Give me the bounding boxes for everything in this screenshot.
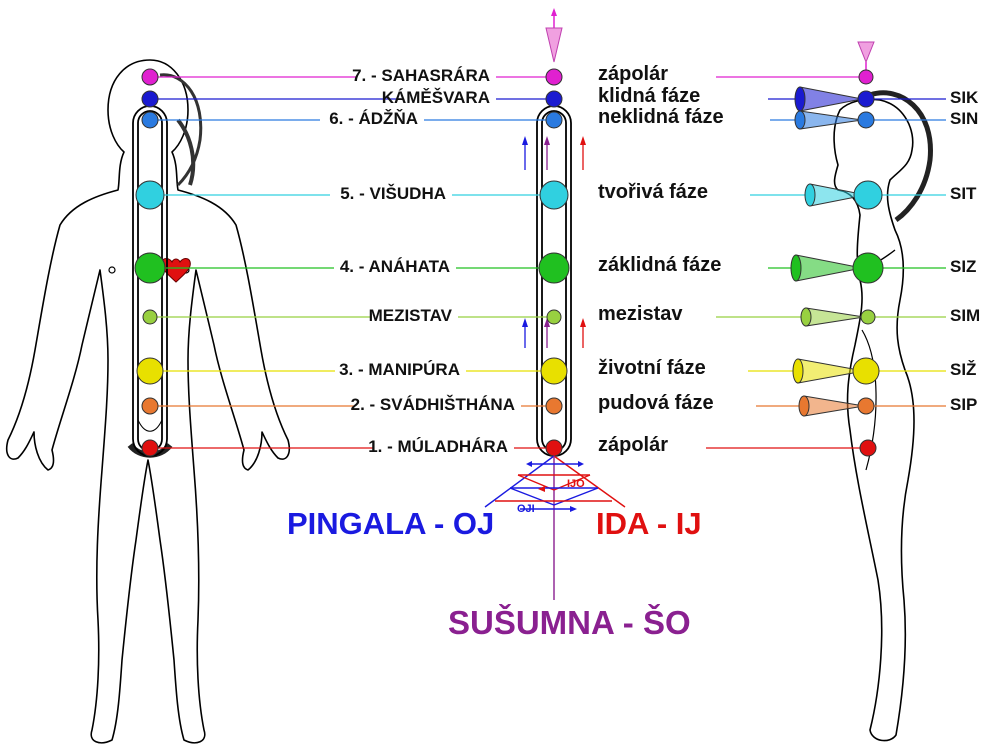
dot-side-sahasrara (859, 70, 873, 84)
cone-base-adzna (795, 111, 805, 129)
dot-center-manipura (541, 358, 567, 384)
chakra-name-muladhara: 1. - MÚLADHÁRA (368, 437, 508, 457)
susumna-label: SUŠUMNA - ŠO (448, 604, 691, 642)
cone-base-visudha (805, 184, 815, 206)
dot-side-manipura (853, 358, 879, 384)
phase-label-svadhisthana: pudová fáze (598, 392, 714, 415)
ida-label: IDA - IJ (596, 506, 702, 542)
oji-label: OJI (517, 503, 535, 515)
code-label-adzna: SIN (950, 109, 978, 129)
cone-anahata (796, 255, 862, 281)
chakra-layer (135, 69, 946, 456)
dot-left-manipura (137, 358, 163, 384)
side-figure (834, 93, 930, 741)
chakra-name-anahata: 4. - ANÁHATA (340, 257, 450, 277)
dot-left-adzna (142, 112, 158, 128)
dot-side-mezistav (861, 310, 875, 324)
phase-label-mezistav: mezistav (598, 303, 683, 326)
dot-left-kamesvara (142, 91, 158, 107)
pingala-label: PINGALA - OJ (287, 506, 494, 542)
dot-center-adzna (546, 112, 562, 128)
dot-center-kamesvara (546, 91, 562, 107)
phase-label-adzna: neklidná fáze (598, 106, 724, 129)
dot-side-anahata (853, 253, 883, 283)
code-label-anahata: SIZ (950, 257, 976, 277)
phase-label-manipura: životní fáze (598, 357, 706, 380)
dot-left-visudha (136, 181, 164, 209)
phase-label-visudha: tvořivá fáze (598, 181, 708, 204)
cone-adzna (800, 111, 862, 129)
dot-center-visudha (540, 181, 568, 209)
phase-label-muladhara: zápolár (598, 434, 668, 457)
dot-side-svadhisthana (858, 398, 874, 414)
chakra-name-kamesvara: KÁMĚŠVARA (382, 88, 490, 108)
dot-left-muladhara (142, 440, 158, 456)
cone-base-anahata (791, 255, 801, 281)
dot-side-kamesvara (858, 91, 874, 107)
dot-left-svadhisthana (142, 398, 158, 414)
code-label-visudha: SIT (950, 184, 976, 204)
code-label-kamesvara: SIK (950, 88, 978, 108)
dot-side-adzna (858, 112, 874, 128)
dot-left-mezistav (143, 310, 157, 324)
chakra-name-visudha: 5. - VIŠUDHA (340, 184, 446, 204)
cone-mezistav (806, 308, 864, 326)
dot-left-sahasrara (142, 69, 158, 85)
code-label-mezistav: SIM (950, 306, 980, 326)
crown-arrow-icon (546, 8, 562, 62)
ijo-label: IJO (567, 478, 585, 490)
phase-label-sahasrara: zápolár (598, 63, 668, 86)
dot-center-muladhara (546, 440, 562, 456)
cone-base-kamesvara (795, 87, 805, 111)
cone-base-mezistav (801, 308, 811, 326)
dot-center-anahata (539, 253, 569, 283)
dot-center-mezistav (547, 310, 561, 324)
dot-side-muladhara (860, 440, 876, 456)
heart-icon (162, 259, 191, 282)
phase-label-anahata: záklidná fáze (598, 254, 721, 277)
dot-side-visudha (854, 181, 882, 209)
phase-label-kamesvara: klidná fáze (598, 85, 700, 108)
cone-kamesvara (800, 87, 862, 111)
cone-svadhisthana (804, 396, 864, 416)
code-label-svadhisthana: SIP (950, 395, 977, 415)
chakra-name-svadhisthana: 2. - SVÁDHIŠTHÁNA (351, 395, 515, 415)
chakra-name-mezistav: MEZISTAV (369, 306, 452, 326)
code-label-manipura: SIŽ (950, 360, 976, 380)
chakra-name-adzna: 6. - ÁDŽŇA (329, 109, 418, 129)
dot-center-svadhisthana (546, 398, 562, 414)
cone-base-manipura (793, 359, 803, 383)
chakra-name-manipura: 3. - MANIPÚRA (339, 360, 460, 380)
flow-arrows-upper (522, 136, 586, 170)
cone-base-svadhisthana (799, 396, 809, 416)
dot-center-sahasrara (546, 69, 562, 85)
chakra-name-sahasrara: 7. - SAHASRÁRA (352, 66, 490, 86)
dot-left-anahata (135, 253, 165, 283)
